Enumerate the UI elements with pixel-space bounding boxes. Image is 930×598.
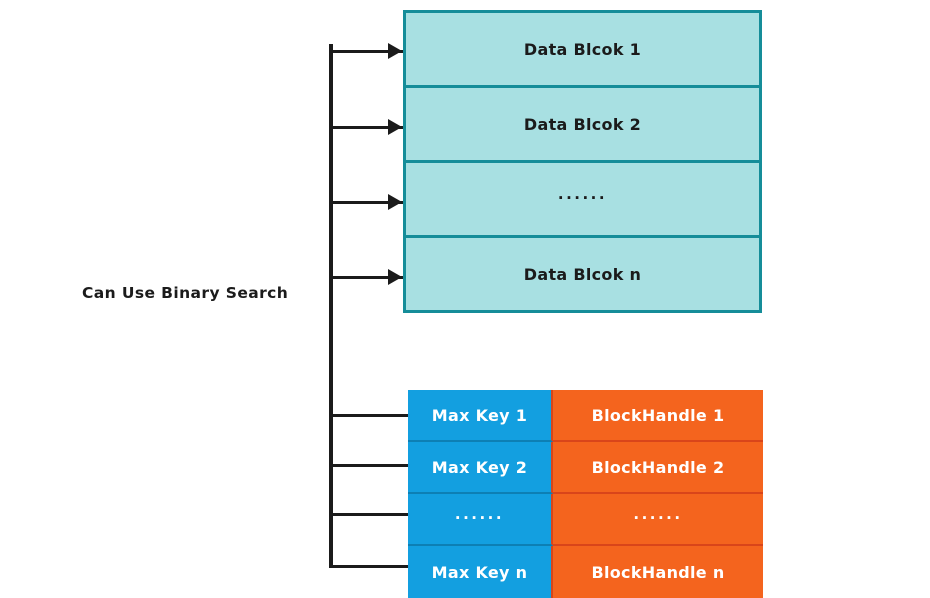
max-key-ellipsis: ......	[454, 505, 505, 523]
data-block-row: ......	[406, 163, 759, 238]
block-handle-ellipsis: ......	[633, 505, 683, 523]
data-block-stack: Data Blcok 1 Data Blcok 2 ...... Data Bl…	[403, 10, 762, 313]
data-block-label: Data Blcok 2	[523, 114, 642, 134]
data-block-label: Data Blcok 1	[523, 39, 642, 59]
arrow-head-1	[388, 43, 402, 59]
arrow-line-1	[331, 50, 403, 53]
data-block-row: Data Blcok 1	[406, 13, 759, 88]
data-block-row: Data Blcok 2	[406, 88, 759, 163]
max-key-cell: Max Key 1	[408, 390, 553, 442]
index-table-row: Max Key 1 BlockHandle 1	[408, 390, 763, 442]
arrow-head-3	[388, 194, 402, 210]
connector-spine	[329, 44, 333, 568]
data-block-row: Data Blcok n	[406, 238, 759, 310]
block-handle-cell: BlockHandle 2	[553, 442, 763, 494]
max-key-cell: Max Key 2	[408, 442, 553, 494]
index-line-3	[331, 513, 409, 516]
index-table-row: ...... ......	[408, 494, 763, 546]
arrow-line-4	[331, 276, 403, 279]
arrow-line-3	[331, 201, 403, 204]
arrow-head-2	[388, 119, 402, 135]
index-block-table: Max Key 1 BlockHandle 1 Max Key 2 BlockH…	[408, 390, 763, 598]
block-handle-cell: BlockHandle 1	[553, 390, 763, 442]
max-key-cell: Max Key n	[408, 546, 553, 598]
index-line-4	[331, 565, 409, 568]
data-block-ellipsis: ......	[557, 185, 608, 203]
max-key-cell: ......	[408, 494, 553, 546]
index-line-1	[331, 414, 409, 417]
index-table-row: Max Key n BlockHandle n	[408, 546, 763, 598]
block-handle-cell: BlockHandle n	[553, 546, 763, 598]
index-table-row: Max Key 2 BlockHandle 2	[408, 442, 763, 494]
binary-search-label: Can Use Binary Search	[82, 284, 289, 302]
index-line-2	[331, 464, 409, 467]
arrow-head-4	[388, 269, 402, 285]
arrow-line-2	[331, 126, 403, 129]
data-block-label: Data Blcok n	[523, 264, 642, 284]
block-handle-cell: ......	[553, 494, 763, 546]
